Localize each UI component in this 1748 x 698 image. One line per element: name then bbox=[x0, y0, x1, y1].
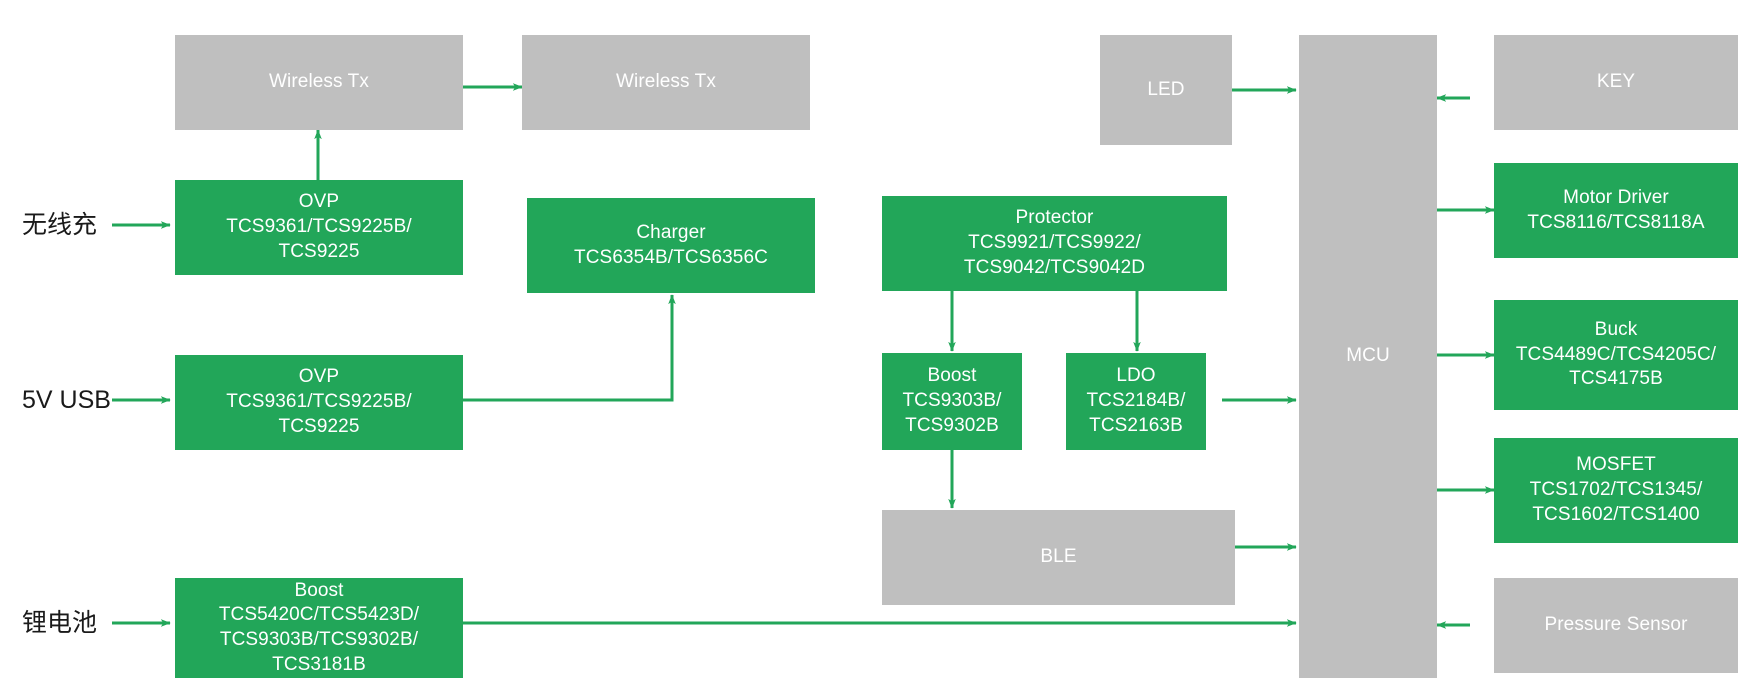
block-buck-title: Buck bbox=[1594, 318, 1638, 340]
block-boost-battery[interactable]: Boost TCS5420C/TCS5423D/ TCS9303B/TCS930… bbox=[175, 578, 463, 678]
io-label-li-battery: 锂电池 bbox=[22, 609, 98, 637]
block-mcu-title: MCU bbox=[1346, 345, 1390, 367]
block-ovp-2[interactable]: OVP TCS9361/TCS9225B/ TCS9225 bbox=[175, 355, 463, 450]
block-ldo-title: LDO bbox=[1116, 365, 1156, 387]
block-buck[interactable]: Buck TCS4489C/TCS4205C/ TCS4175B bbox=[1494, 300, 1738, 410]
io-label-usb-5v: 5V USB bbox=[22, 386, 111, 414]
io-label-wireless-charge: 无线充 bbox=[22, 211, 98, 239]
block-pressure-sensor-title: Pressure Sensor bbox=[1544, 614, 1688, 636]
block-ble-title: BLE bbox=[1040, 546, 1077, 568]
block-charger-title: Charger bbox=[636, 221, 706, 243]
block-ovp-1[interactable]: OVP TCS9361/TCS9225B/ TCS9225 bbox=[175, 180, 463, 275]
block-ble[interactable]: BLE bbox=[882, 510, 1235, 605]
block-wireless-tx-1[interactable]: Wireless Tx bbox=[175, 35, 463, 130]
block-mosfet-parts: TCS1702/TCS1345/ TCS1602/TCS1400 bbox=[1529, 479, 1703, 525]
block-charger-parts: TCS6354B/TCS6356C bbox=[574, 246, 768, 268]
block-ldo-parts: TCS2184B/ TCS2163B bbox=[1086, 390, 1186, 436]
block-key-title: KEY bbox=[1596, 71, 1636, 93]
block-mosfet-title: MOSFET bbox=[1576, 454, 1656, 476]
block-wireless-tx-2-title: Wireless Tx bbox=[616, 71, 716, 93]
block-motor-driver-parts: TCS8116/TCS8118A bbox=[1527, 211, 1705, 233]
block-led[interactable]: LED bbox=[1100, 35, 1232, 145]
block-motor-driver-title: Motor Driver bbox=[1563, 186, 1669, 208]
block-boost-mid-parts: TCS9303B/ TCS9302B bbox=[902, 390, 1002, 436]
block-mcu[interactable]: MCU bbox=[1299, 35, 1437, 678]
block-mosfet[interactable]: MOSFET TCS1702/TCS1345/ TCS1602/TCS1400 bbox=[1494, 438, 1738, 543]
block-boost-mid-title: Boost bbox=[927, 365, 977, 387]
block-ldo[interactable]: LDO TCS2184B/ TCS2163B bbox=[1066, 353, 1206, 450]
block-ovp-1-parts: TCS9361/TCS9225B/ TCS9225 bbox=[226, 216, 412, 262]
block-wireless-tx-2[interactable]: Wireless Tx bbox=[522, 35, 810, 130]
block-protector-title: Protector bbox=[1015, 207, 1094, 229]
wire-ovp2-to-charger bbox=[463, 294, 676, 402]
block-ovp-2-title: OVP bbox=[298, 366, 340, 388]
block-protector-parts: TCS9921/TCS9922/ TCS9042/TCS9042D bbox=[963, 232, 1146, 278]
block-buck-parts: TCS4489C/TCS4205C/ TCS4175B bbox=[1515, 343, 1717, 390]
block-ovp-2-parts: TCS9361/TCS9225B/ TCS9225 bbox=[226, 391, 412, 437]
block-boost-mid[interactable]: Boost TCS9303B/ TCS9302B bbox=[882, 353, 1022, 450]
block-wireless-tx-1-title: Wireless Tx bbox=[269, 71, 369, 93]
block-led-title: LED bbox=[1147, 78, 1185, 100]
block-charger[interactable]: Charger TCS6354B/TCS6356C bbox=[527, 198, 815, 293]
block-boost-battery-title: Boost bbox=[294, 579, 344, 601]
block-key[interactable]: KEY bbox=[1494, 35, 1738, 130]
block-motor-driver[interactable]: Motor Driver TCS8116/TCS8118A bbox=[1494, 163, 1738, 258]
block-pressure-sensor[interactable]: Pressure Sensor bbox=[1494, 578, 1738, 673]
block-ovp-1-title: OVP bbox=[298, 191, 340, 213]
block-boost-battery-parts: TCS5420C/TCS5423D/ TCS9303B/TCS9302B/ TC… bbox=[218, 604, 420, 675]
block-protector[interactable]: Protector TCS9921/TCS9922/ TCS9042/TCS90… bbox=[882, 196, 1227, 291]
